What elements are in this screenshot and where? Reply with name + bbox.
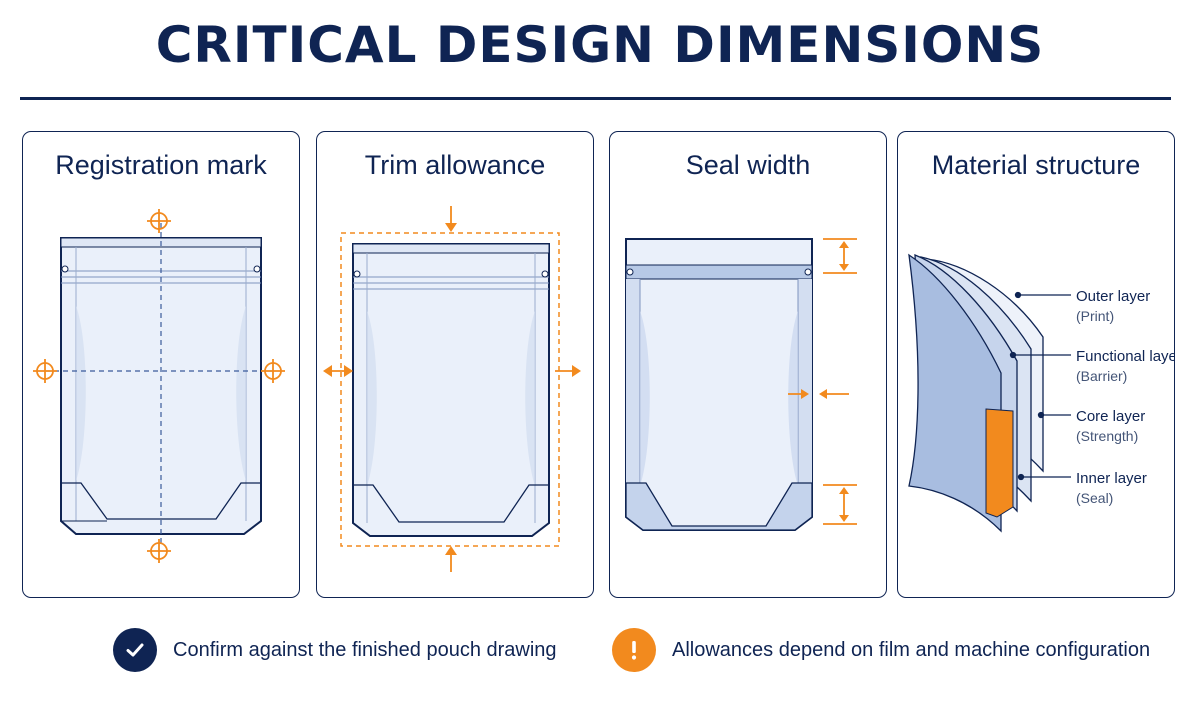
layer-name-core: Core layer [1076, 408, 1145, 425]
panel-title-trim-allowance: Trim allowance [364, 150, 546, 180]
panel-title-seal-width: Seal width [685, 150, 811, 180]
note-text-confirm: Confirm against the finished pouch drawi… [173, 638, 557, 661]
layer-role-outer: (Print) [1076, 308, 1114, 324]
layer-role-core: (Strength) [1076, 428, 1138, 444]
panel-title-registration-mark: Registration mark [55, 150, 267, 180]
pouch-illustration [45, 223, 273, 546]
panel-seal-width: Seal width [609, 131, 887, 598]
leader-outer [1014, 291, 1071, 299]
layer-shape-inner [908, 253, 1002, 533]
registration-mark-bottom [147, 539, 171, 563]
pouch-illustration [625, 238, 813, 531]
layer-role-inner: (Seal) [1076, 490, 1113, 506]
layer-name-outer: Outer layer [1076, 288, 1150, 305]
left-side-seal [626, 279, 640, 517]
note-text-allowances: Allowances depend on film and machine co… [672, 638, 1151, 661]
panel-trim-allowance: Trim allowance [316, 131, 594, 598]
note-allowances: Allowances depend on film and machine co… [612, 628, 1150, 672]
registration-mark-top [147, 209, 171, 233]
layer-role-functional: (Barrier) [1076, 368, 1127, 384]
top-seal-band [625, 264, 813, 280]
leader-core [1037, 411, 1071, 419]
trim-arrow-left [323, 365, 353, 377]
trim-boundary [340, 232, 560, 547]
leader-functional [1009, 351, 1071, 359]
panel-title-material-structure: Material structure [931, 150, 1141, 180]
exclamation-icon [612, 628, 656, 672]
registration-mark-right [261, 359, 285, 383]
registration-mark-diagram [33, 209, 285, 563]
bottom-gusset-seal [625, 482, 813, 531]
panel-registration-mark: Registration mark [22, 131, 300, 598]
trim-arrow-bottom [445, 546, 457, 572]
seal-width-diagram [625, 238, 857, 531]
note-confirm-drawing: Confirm against the finished pouch drawi… [113, 628, 557, 672]
check-icon [113, 628, 157, 672]
registration-mark-left [33, 359, 57, 383]
trim-allowance-diagram [323, 206, 581, 572]
seal-dimension-top [823, 238, 857, 274]
page-title: CRITICAL DESIGN DIMENSIONS [155, 16, 1045, 74]
leader-inner [1017, 473, 1071, 481]
seal-layer-highlight [985, 408, 1014, 518]
panel-material-structure: Material structure Outer layer (Print) F… [897, 131, 1175, 598]
seal-dimension-side [788, 389, 849, 399]
pouch-illustration [352, 243, 550, 537]
seal-dimension-bottom [823, 484, 857, 525]
trim-arrow-top [445, 206, 457, 232]
right-side-seal [798, 279, 812, 517]
trim-arrow-right [555, 365, 581, 377]
material-structure-diagram: Outer layer (Print) Functional layer (Ba… [908, 253, 1175, 533]
layer-name-inner: Inner layer [1076, 470, 1147, 487]
layer-name-functional: Functional layer [1076, 348, 1175, 365]
title-divider [20, 97, 1171, 100]
